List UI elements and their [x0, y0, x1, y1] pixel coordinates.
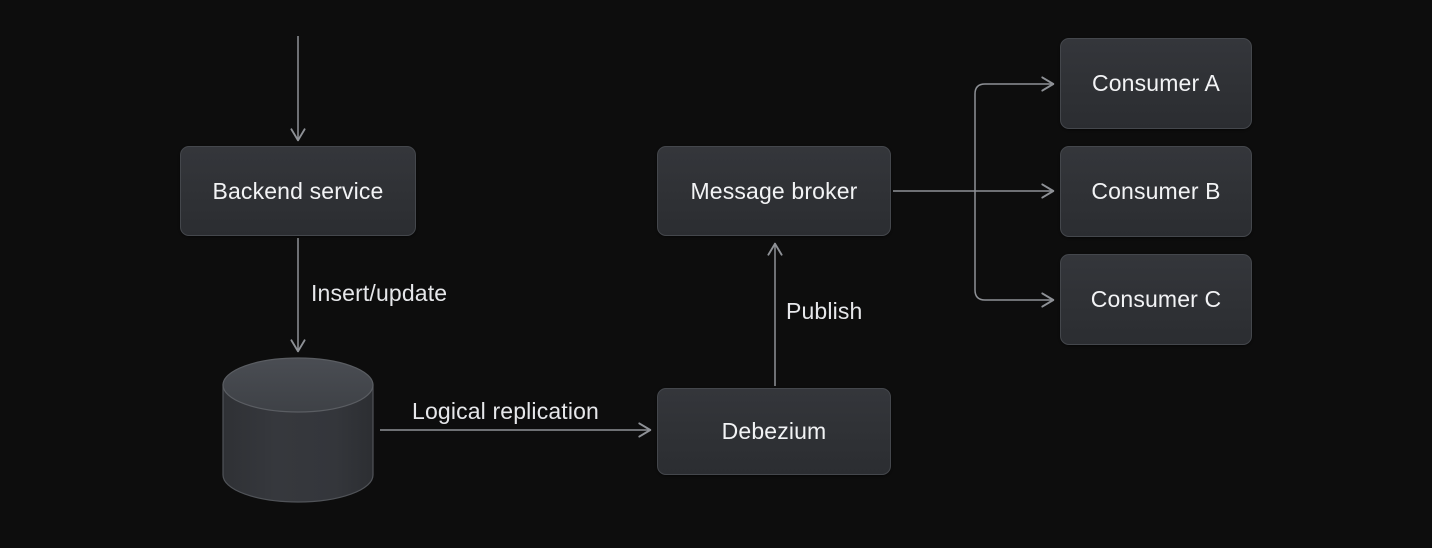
- edge-label-publish: Publish: [786, 298, 863, 324]
- edge-label-logical-replication: Logical replication: [412, 398, 599, 424]
- node-debezium[interactable]: Debezium: [657, 388, 891, 475]
- node-message-broker[interactable]: Message broker: [657, 146, 891, 236]
- database-top: [222, 357, 374, 413]
- node-consumer-b[interactable]: Consumer B: [1060, 146, 1252, 237]
- edge-label-insert-update: Insert/update: [311, 280, 448, 306]
- node-debezium-label: Debezium: [721, 418, 827, 444]
- edge-broker-to-consumer-c: [974, 191, 1055, 308]
- node-consumer-c[interactable]: Consumer C: [1060, 254, 1252, 345]
- node-message-broker-label: Message broker: [690, 177, 858, 204]
- edge-group: [290, 36, 1055, 438]
- node-consumer-a[interactable]: Consumer A: [1060, 38, 1252, 129]
- edge-broker-to-consumer-a: [974, 76, 1055, 191]
- node-consumer-c-label: Consumer C: [1090, 286, 1222, 312]
- node-backend-service[interactable]: Backend service: [180, 146, 416, 236]
- node-consumer-a-label: Consumer A: [1091, 70, 1221, 96]
- database-body: [222, 384, 374, 503]
- node-consumer-b-label: Consumer B: [1091, 178, 1221, 204]
- node-backend-service-label: Backend service: [212, 177, 384, 204]
- node-database[interactable]: [222, 357, 374, 503]
